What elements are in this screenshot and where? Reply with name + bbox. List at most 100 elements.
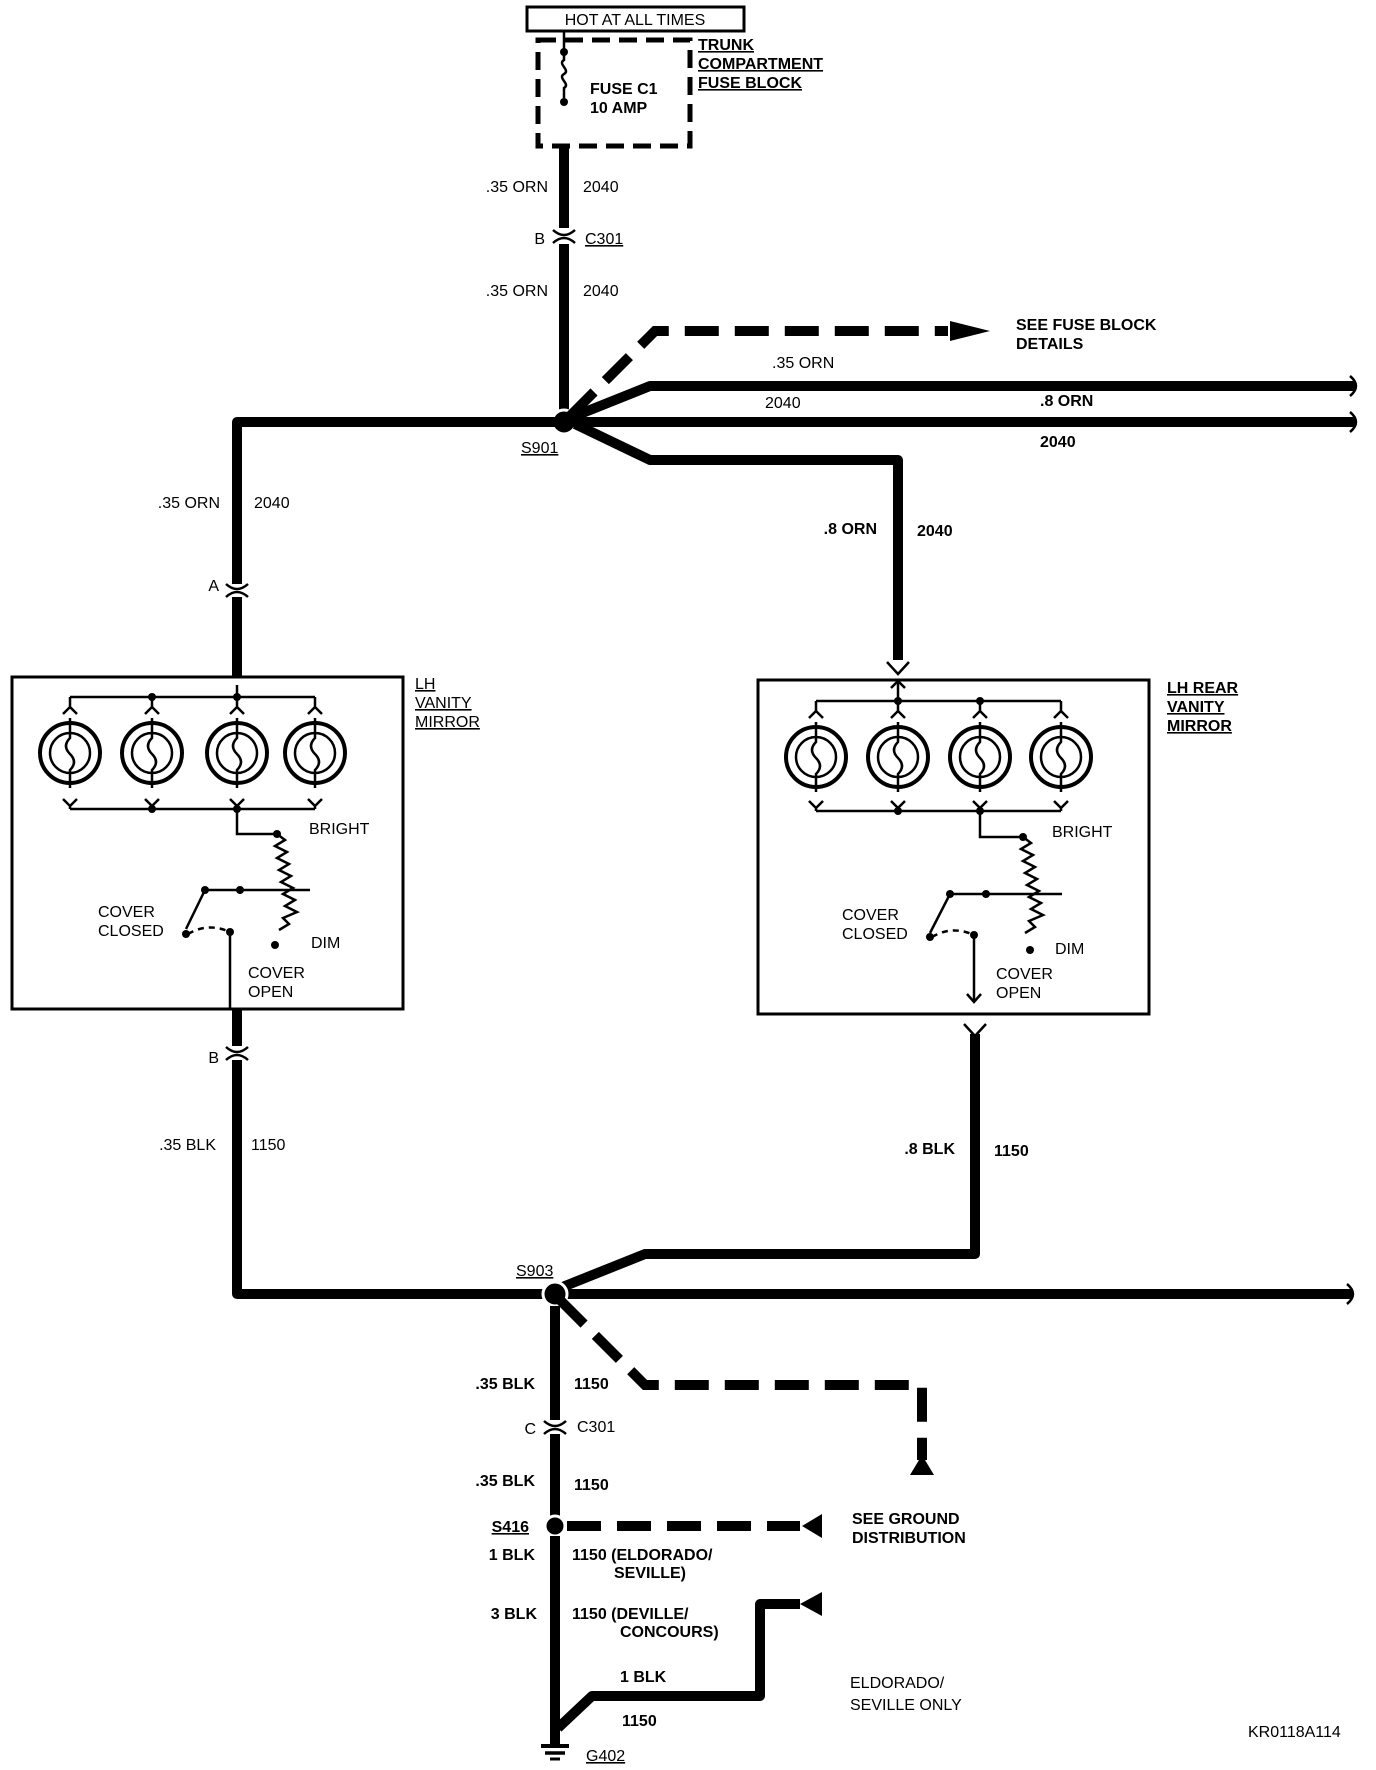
left-feed-gauge: .35 ORN xyxy=(158,495,220,512)
eldorado-note-1: ELDORADO/ xyxy=(850,1675,945,1692)
lh-cover-closed-2: CLOSED xyxy=(98,923,164,940)
s901-label: S901 xyxy=(521,440,558,457)
arrow-eldorado xyxy=(800,1592,822,1616)
bottom-circuit-d2: CONCOURS) xyxy=(620,1624,719,1641)
rear-mirror-title-1: LH REAR xyxy=(1167,680,1239,697)
wire-see-ground-upper xyxy=(556,1296,927,1460)
bottom-circuit-c2: SEVILLE) xyxy=(614,1565,686,1582)
right-feed-circuit: 2040 xyxy=(917,523,953,540)
rear-cover-closed-1: COVER xyxy=(842,907,899,924)
s416-label: S416 xyxy=(492,1519,529,1536)
rear-cover-open-1: COVER xyxy=(996,966,1053,983)
hot-label-box xyxy=(525,5,746,33)
c301-bottom-connector xyxy=(543,1420,567,1435)
lh-dimmer-switch xyxy=(182,809,310,1009)
wire-top-circuit-b: 2040 xyxy=(583,283,619,300)
fuse-block-title-1: TRUNK xyxy=(698,37,754,54)
rear-lamp-bank xyxy=(784,679,1093,815)
wire-left-ground xyxy=(232,1060,550,1299)
eldorado-note-2: SEVILLE ONLY xyxy=(850,1697,962,1714)
fuse-block-box xyxy=(535,37,693,149)
arrow-see-ground-upper xyxy=(910,1455,934,1475)
right-feed-connector xyxy=(886,661,910,676)
right-ground-gauge: .8 BLK xyxy=(904,1141,955,1158)
left-feed-pin: A xyxy=(208,578,219,595)
rear-lamp-3 xyxy=(948,697,1012,815)
wire-top-gauge-a: .35 ORN xyxy=(486,179,548,196)
lh-lamp-2 xyxy=(120,693,184,813)
branch-gauge-2: .8 ORN xyxy=(1040,393,1093,410)
lh-mirror-title-1: LH xyxy=(415,676,435,693)
see-fuse-block-2: DETAILS xyxy=(1016,336,1084,353)
rear-bright-label: BRIGHT xyxy=(1052,824,1113,841)
right-ground-circuit: 1150 xyxy=(994,1143,1029,1160)
hot-label: HOT AT ALL TIMES xyxy=(565,12,706,29)
fuse-name: FUSE C1 xyxy=(590,81,658,98)
lh-mirror-title-2: VANITY xyxy=(415,695,472,712)
arrow-see-ground-lower xyxy=(802,1514,822,1538)
bottom-circuit-a: 1150 xyxy=(574,1376,609,1393)
lh-cover-open-2: OPEN xyxy=(248,984,293,1001)
wire-top-gauge-b: .35 ORN xyxy=(486,283,548,300)
wire-rear-ground xyxy=(558,1034,980,1293)
g402-label: G402 xyxy=(586,1748,625,1765)
bottom-gauge-a: .35 BLK xyxy=(475,1376,535,1393)
bottom-circuit-c1: 1150 (ELDORADO/ xyxy=(572,1547,713,1564)
wire-see-fuse-block xyxy=(566,326,948,420)
wire-eldorado-branch xyxy=(554,1599,800,1732)
rear-lamp-1 xyxy=(784,701,848,811)
wire-left-feed xyxy=(232,417,560,584)
lh-bright-label: BRIGHT xyxy=(309,821,370,838)
bottom-circuit-e: 1150 xyxy=(622,1713,657,1730)
left-ground-pin: B xyxy=(208,1050,219,1067)
wire-end-s903 xyxy=(1346,1283,1355,1305)
wire-end-lower xyxy=(1349,411,1358,433)
s416-splice xyxy=(543,1514,567,1538)
c301-top-pin: B xyxy=(534,231,545,248)
rear-cover-open-2: OPEN xyxy=(996,985,1041,1002)
lh-lamp-3 xyxy=(205,697,269,813)
rear-lamp-2 xyxy=(866,701,930,815)
rear-mirror-title-3: MIRROR xyxy=(1167,718,1232,735)
fuse-block-title-2: COMPARTMENT xyxy=(698,56,823,73)
lh-cover-open-1: COVER xyxy=(248,965,305,982)
left-ground-circuit: 1150 xyxy=(251,1137,286,1154)
see-ground-1: SEE GROUND xyxy=(852,1511,960,1528)
left-feed-connector xyxy=(225,583,249,598)
right-feed-gauge: .8 ORN xyxy=(824,521,877,538)
branch-circuit-2: 2040 xyxy=(1040,434,1076,451)
ground-symbol xyxy=(541,1744,569,1761)
see-fuse-block-1: SEE FUSE BLOCK xyxy=(1016,317,1157,334)
bottom-gauge-c: 1 BLK xyxy=(489,1547,536,1564)
left-ground-connector xyxy=(225,1046,249,1061)
c301-bottom-label: C301 xyxy=(577,1419,615,1436)
wire-branch-upper xyxy=(568,381,1355,423)
wire-right-feed xyxy=(572,419,903,660)
bottom-gauge-e: 1 BLK xyxy=(620,1669,667,1686)
c301-top-label: C301 xyxy=(585,231,623,248)
arrow-see-fuse-block xyxy=(950,321,990,341)
lh-mirror-box xyxy=(10,675,405,1011)
rear-rheostat xyxy=(1018,836,1046,935)
wire-top-circuit-a: 2040 xyxy=(583,179,619,196)
see-ground-2: DISTRIBUTION xyxy=(852,1530,966,1547)
bottom-circuit-d1: 1150 (DEVILLE/ xyxy=(572,1606,689,1623)
rear-mirror-box xyxy=(756,678,1151,1016)
lh-rheostat xyxy=(272,833,300,932)
c301-bottom-pin: C xyxy=(524,1421,536,1438)
rear-dimmer-switch xyxy=(926,811,1062,1004)
fuse-rating: 10 AMP xyxy=(590,100,648,117)
figure-code: KR0118A114 xyxy=(1248,1724,1341,1741)
left-feed-circuit: 2040 xyxy=(254,495,290,512)
lh-lamp-1 xyxy=(38,697,102,809)
lh-cover-closed-1: COVER xyxy=(98,904,155,921)
bottom-gauge-d: 3 BLK xyxy=(491,1606,538,1623)
lh-lamp-bank xyxy=(38,685,347,813)
c301-top-connector xyxy=(552,229,576,244)
s903-label: S903 xyxy=(516,1263,553,1280)
rear-dim-label: DIM xyxy=(1055,941,1084,958)
rear-mirror-title-2: VANITY xyxy=(1167,699,1225,716)
wire-end-upper xyxy=(1349,375,1358,397)
rear-lamp-4 xyxy=(1029,701,1093,811)
left-ground-gauge: .35 BLK xyxy=(159,1137,216,1154)
